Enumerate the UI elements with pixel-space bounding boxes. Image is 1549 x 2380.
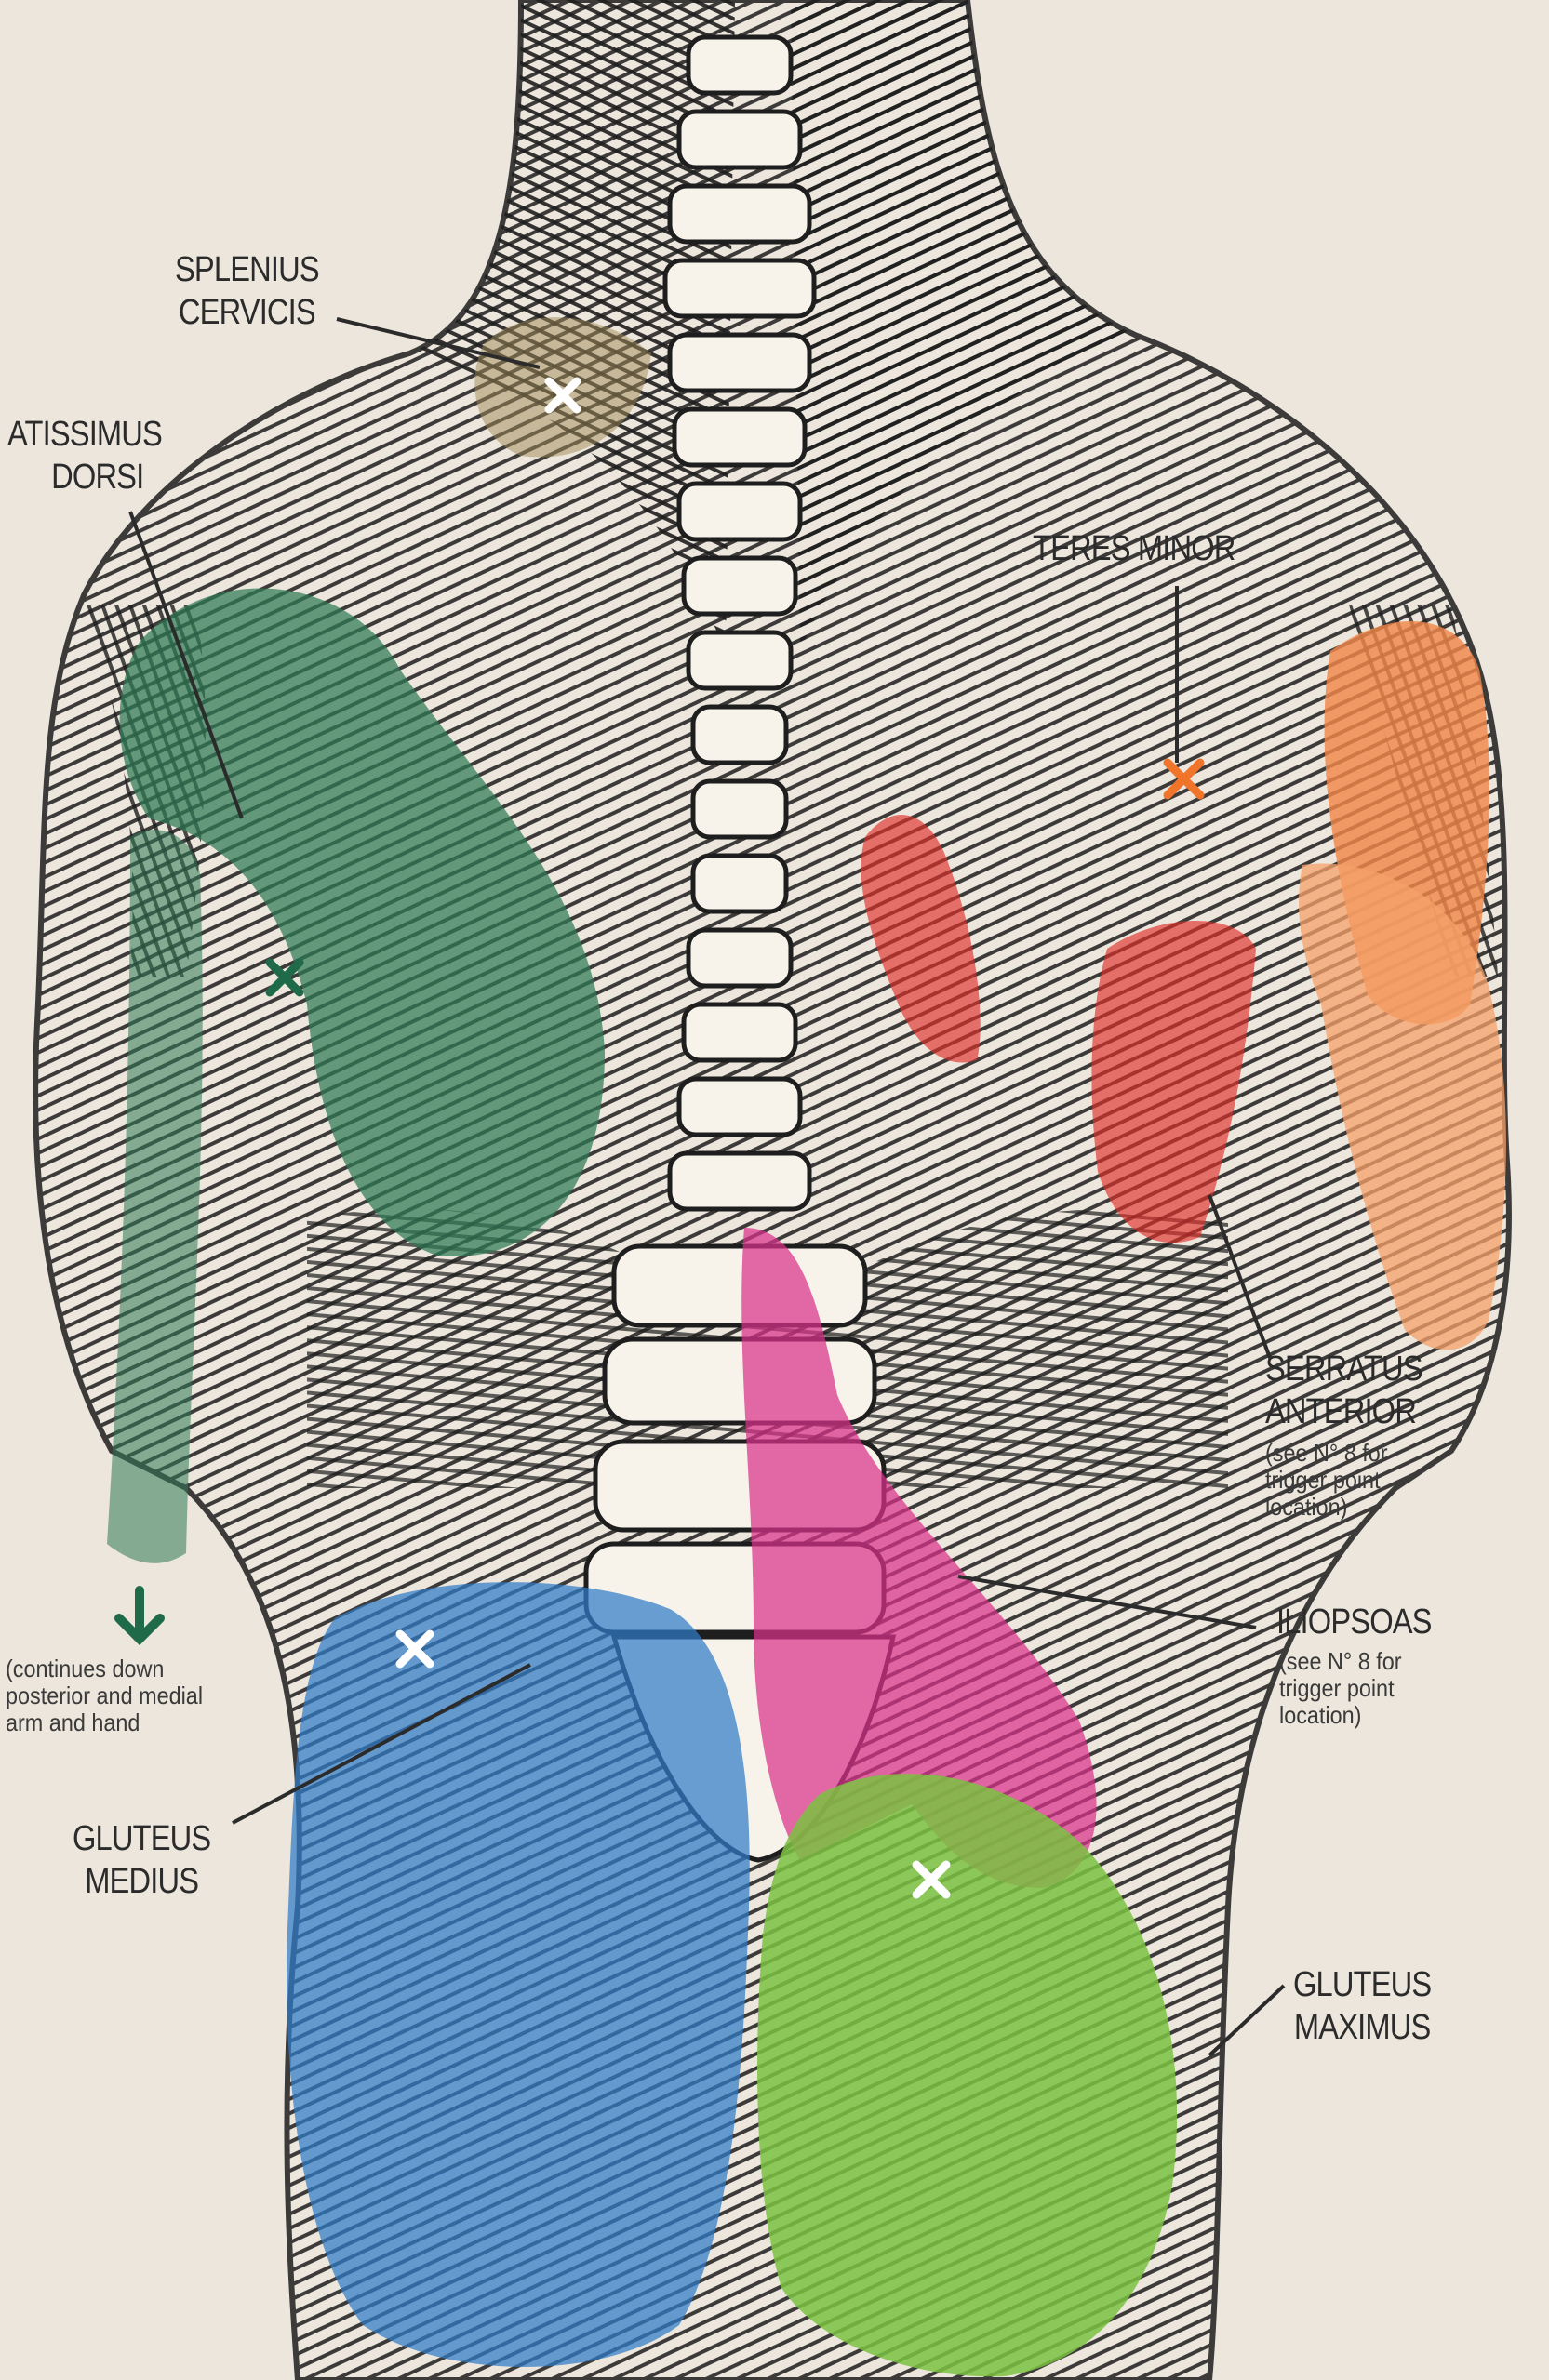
note-iliopsoas: (see N° 8 for trigger point location)	[1279, 1647, 1402, 1730]
trigger-points	[265, 377, 1205, 1899]
label-teres-minor: TERES MINOR	[1033, 528, 1235, 571]
serratus-anterior-zone-a	[861, 815, 981, 1063]
x-mark-icon	[395, 1629, 434, 1669]
note-line: arm and hand	[6, 1709, 140, 1737]
label-line: GLUTEUS	[1293, 1965, 1432, 2004]
note-line: location)	[1265, 1493, 1348, 1522]
label-line: ANTERIOR	[1265, 1391, 1417, 1431]
note-line: posterior and medial	[6, 1682, 204, 1710]
x-mark-icon	[544, 377, 581, 414]
label-line: TERES MINOR	[1033, 529, 1235, 568]
down-arrow-icon	[114, 1586, 165, 1646]
latissimus-dorsi-zone	[119, 588, 606, 1257]
label-line: DORSI	[51, 457, 144, 497]
note-line: (see N° 8 for	[1279, 1647, 1402, 1675]
gluteus-medius-zone	[287, 1582, 750, 2367]
referred-pain-zones	[107, 317, 1506, 2377]
label-gluteus-maximus: GLUTEUS MAXIMUS	[1293, 1964, 1432, 2049]
label-splenius-cervicis: SPLENIUS CERVICIS	[175, 249, 320, 334]
x-mark-icon	[912, 1860, 951, 1899]
note-serratus-anterior: (see N° 8 for trigger point location)	[1265, 1439, 1388, 1522]
note-line: trigger point	[1265, 1466, 1381, 1495]
note-line: (see N° 8 for	[1265, 1439, 1388, 1467]
leader-lines	[128, 317, 1286, 2057]
note-line: trigger point	[1279, 1674, 1395, 1703]
label-line: SERRATUS	[1265, 1350, 1423, 1389]
note-arm: (continues down posterior and medial arm…	[6, 1655, 203, 1736]
gluteus-maximus-zone	[757, 1774, 1178, 2377]
x-mark-icon	[1163, 758, 1205, 800]
label-line: CERVICIS	[178, 292, 316, 332]
iliopsoas-zone	[741, 1228, 1097, 1888]
x-mark-icon	[265, 958, 304, 997]
serratus-anterior-zone-b	[1091, 921, 1256, 1243]
label-line: MAXIMUS	[1293, 2007, 1431, 2047]
teres-minor-arm-zone	[1299, 863, 1506, 1350]
label-iliopsoas: ILIOPSOAS	[1276, 1602, 1432, 1644]
label-line: ATISSIMUS	[7, 415, 163, 454]
latissimus-dorsi-arm-band	[107, 830, 203, 1563]
label-latissimus-dorsi: ATISSIMUS DORSI	[7, 414, 163, 499]
label-serratus-anterior: SERRATUS ANTERIOR	[1265, 1349, 1423, 1433]
label-line: ILIOPSOAS	[1276, 1602, 1432, 1642]
label-gluteus-medius: GLUTEUS MEDIUS	[73, 1818, 211, 1903]
label-line: MEDIUS	[85, 1861, 199, 1901]
label-line: SPLENIUS	[175, 250, 320, 289]
note-line: (continues down	[6, 1655, 165, 1682]
splenius-cervicis-zone	[474, 317, 651, 458]
label-line: GLUTEUS	[73, 1819, 211, 1858]
note-line: location)	[1279, 1701, 1362, 1730]
